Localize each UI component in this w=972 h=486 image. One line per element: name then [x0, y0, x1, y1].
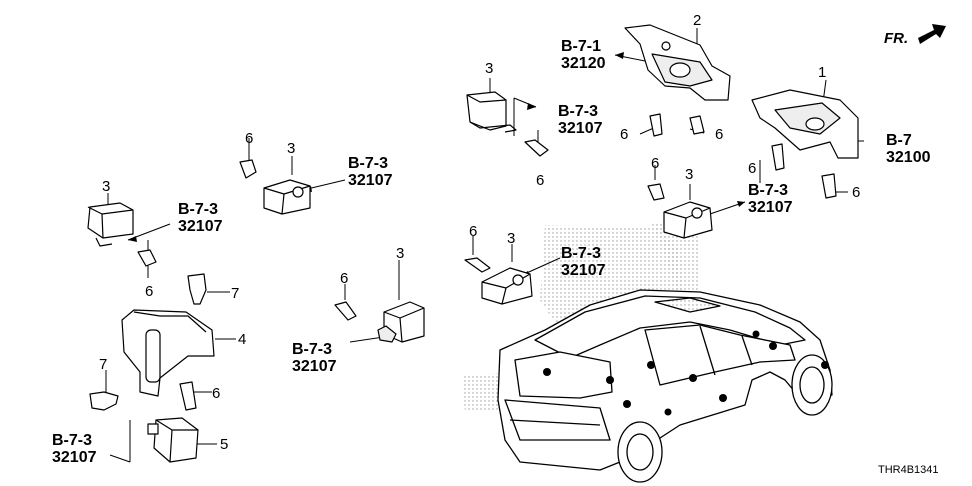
- impact-sensor-3f: [377, 301, 425, 343]
- part-number-6: 6: [145, 283, 154, 300]
- part-number-3: 3: [685, 166, 694, 183]
- impact-sensor-3b: [263, 179, 311, 215]
- control-unit-1: [751, 89, 859, 159]
- part-number-5: 5: [220, 436, 229, 453]
- part-number-3: 3: [396, 245, 405, 262]
- part-number-6: 6: [340, 270, 349, 287]
- part-number-6: 6: [748, 160, 757, 177]
- part-number-6: 6: [620, 126, 629, 143]
- front-direction-arrow: [918, 24, 946, 44]
- vehicle-outline: [462, 222, 833, 483]
- part-number-6: 6: [245, 130, 254, 147]
- figure-reference: THR4B1341: [878, 464, 939, 476]
- part-number-7: 7: [231, 285, 240, 302]
- part-number-6: 6: [852, 184, 861, 201]
- part-number-7: 7: [99, 356, 108, 373]
- part-number-4: 4: [238, 331, 247, 348]
- impact-sensor-3a: [466, 91, 517, 133]
- sensor-5: [147, 417, 199, 463]
- part-number-3: 3: [102, 178, 111, 195]
- arrowheads: [128, 52, 847, 277]
- bolt-7-group: [89, 273, 207, 411]
- part-number-6: 6: [536, 172, 545, 189]
- part-number-3: 3: [485, 60, 494, 77]
- impact-sensor-3e: [481, 267, 533, 305]
- part-number-6: 6: [651, 155, 660, 172]
- part-number-3: 3: [287, 140, 296, 157]
- impact-sensor-3c: [87, 202, 134, 247]
- part-number-6: 6: [212, 385, 221, 402]
- bracket-unit-2: [624, 24, 731, 101]
- sensor-cover-4: [121, 309, 215, 397]
- direction-label: FR.: [884, 30, 909, 47]
- impact-sensor-3d: [663, 201, 713, 239]
- bolt-6-group: [137, 113, 837, 411]
- part-number-6: 6: [469, 223, 478, 240]
- part-number-6: 6: [715, 126, 724, 143]
- part-number-3: 3: [507, 230, 516, 247]
- part-number-1: 1: [818, 64, 827, 81]
- part-number-2: 2: [693, 12, 702, 29]
